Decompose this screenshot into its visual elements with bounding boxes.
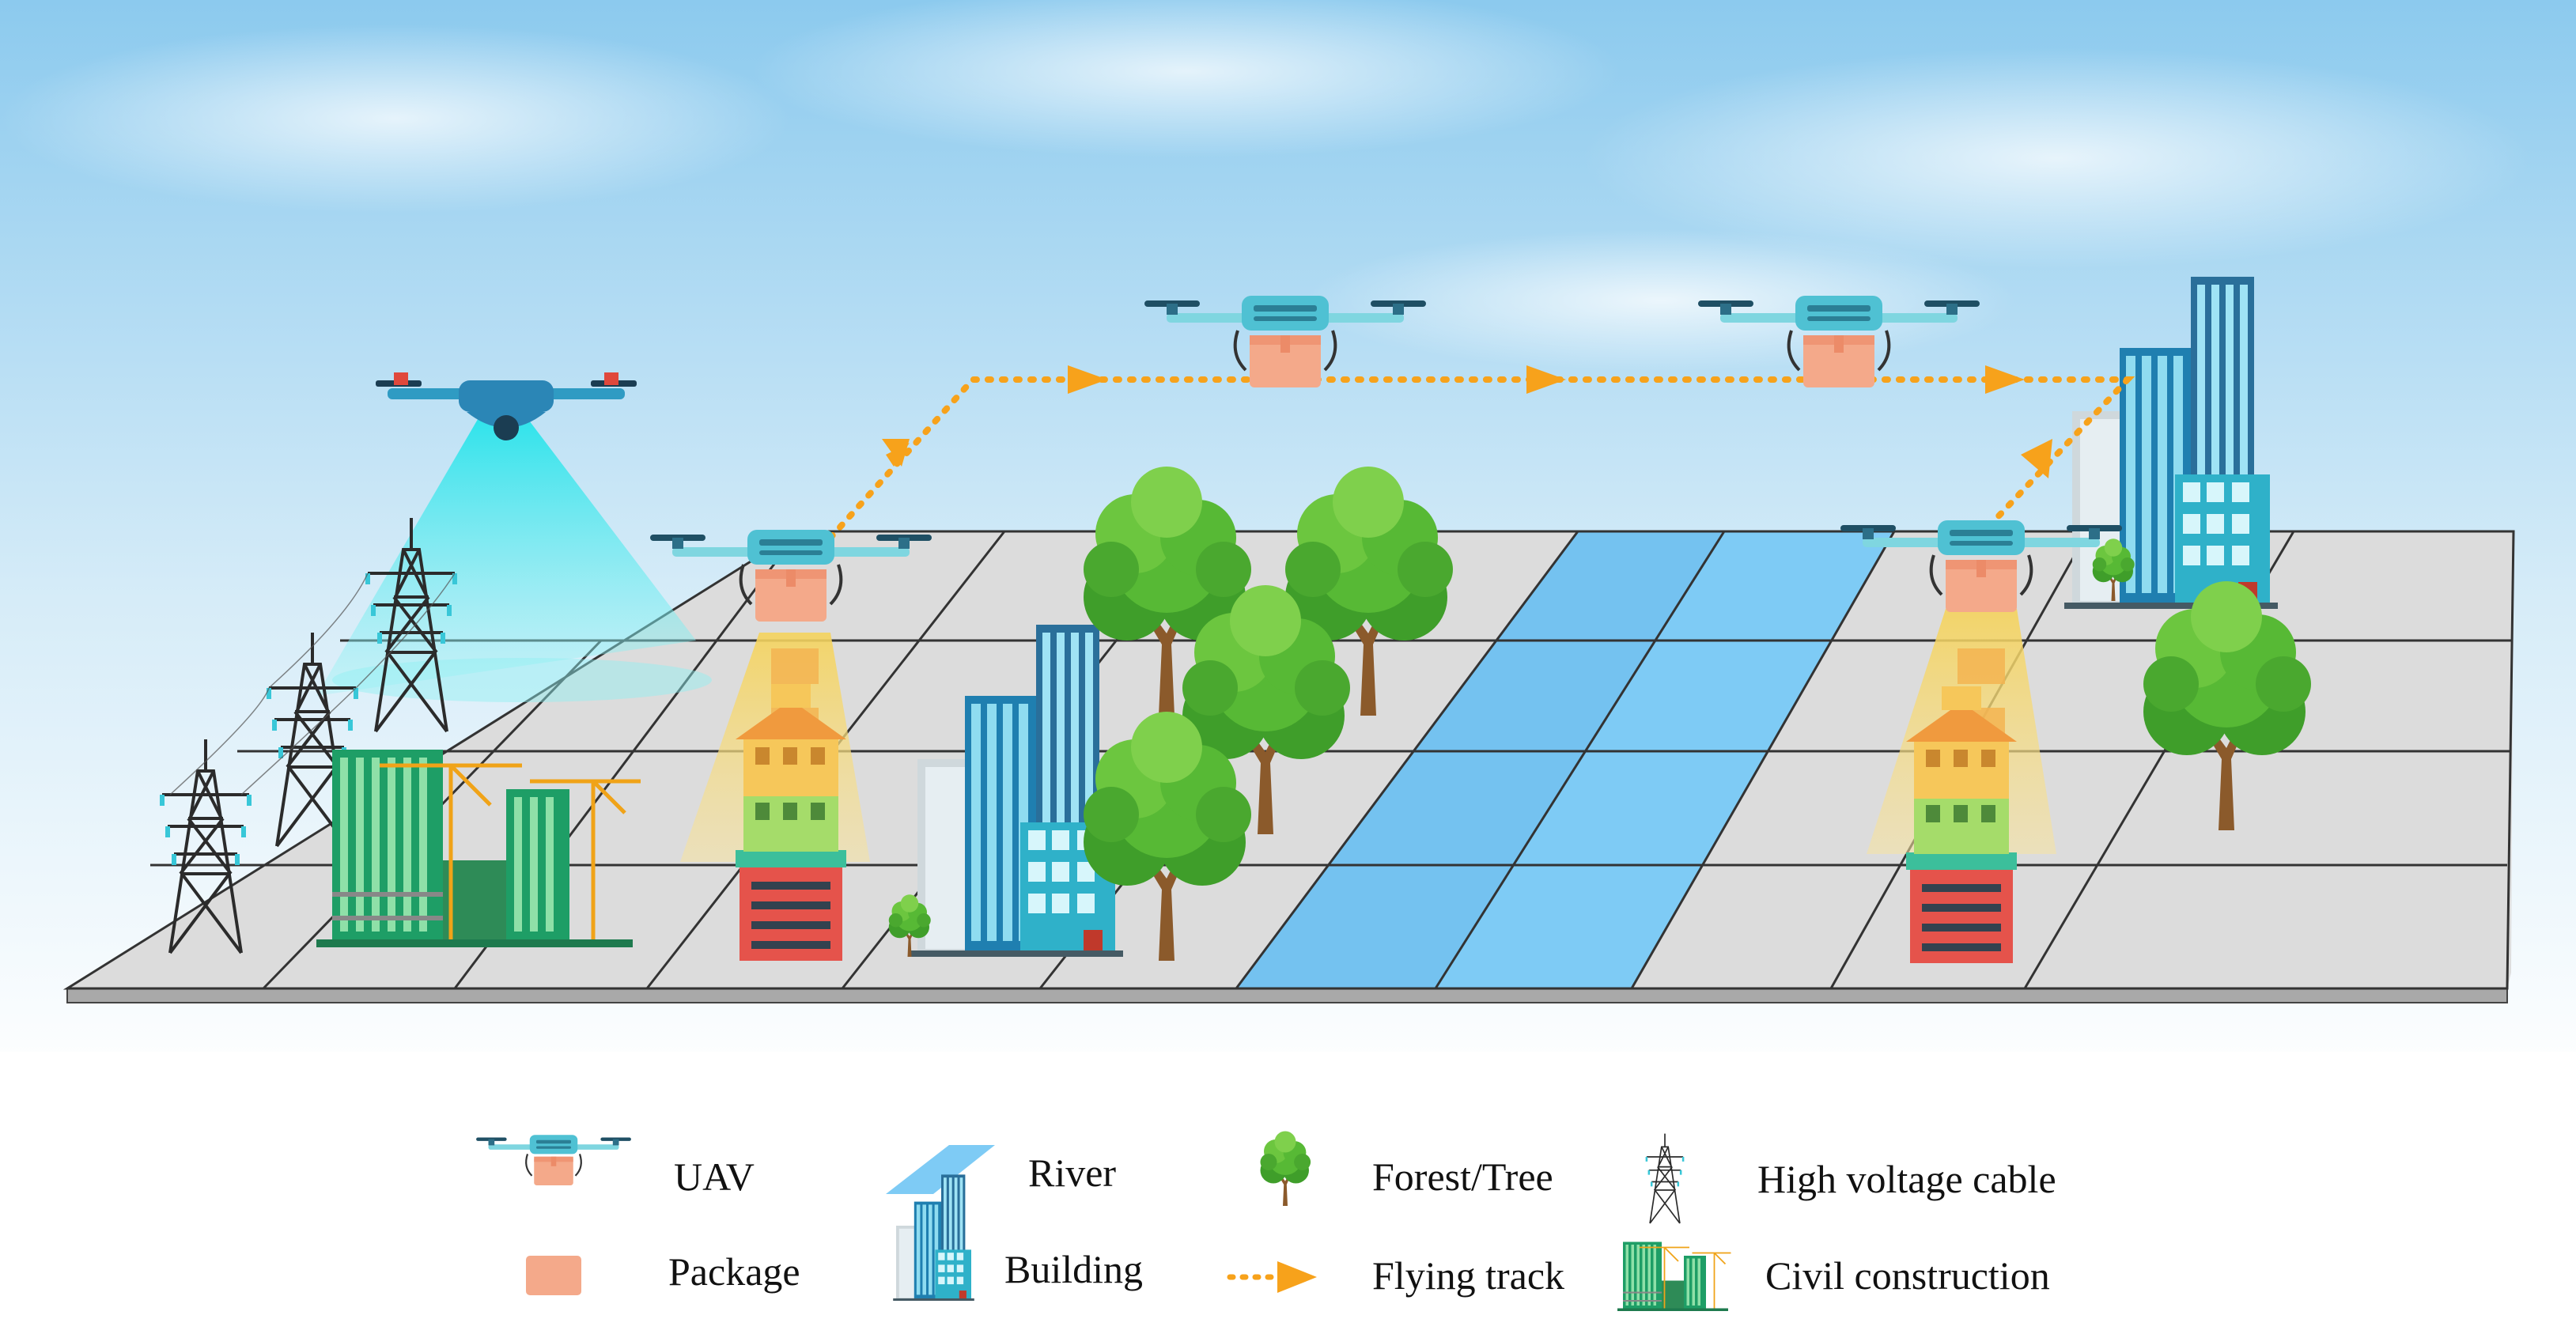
cloud bbox=[1582, 47, 2531, 269]
legend-label-construction: Civil construction bbox=[1765, 1253, 2050, 1298]
cloud bbox=[751, 0, 1621, 158]
legend: UAV River Forest/Tree High voltage cable… bbox=[475, 1131, 2056, 1312]
legend-label-track: Flying track bbox=[1372, 1253, 1564, 1298]
arrow-icon bbox=[1227, 1261, 1317, 1293]
legend-label-cable: High voltage cable bbox=[1757, 1157, 2056, 1201]
ground-platform bbox=[62, 530, 2515, 1003]
flying-track bbox=[827, 376, 2135, 541]
scan-beam bbox=[316, 411, 696, 696]
package-icon bbox=[526, 1256, 581, 1295]
inspection-uav bbox=[376, 372, 637, 440]
river-icon bbox=[886, 1145, 995, 1194]
legend-label-tree: Forest/Tree bbox=[1372, 1154, 1553, 1199]
cloud bbox=[0, 24, 791, 214]
legend-label-building: Building bbox=[1004, 1247, 1143, 1291]
legend-label-river: River bbox=[1028, 1151, 1116, 1195]
legend-label-package: Package bbox=[668, 1249, 800, 1294]
legend-label-uav: UAV bbox=[674, 1154, 755, 1199]
